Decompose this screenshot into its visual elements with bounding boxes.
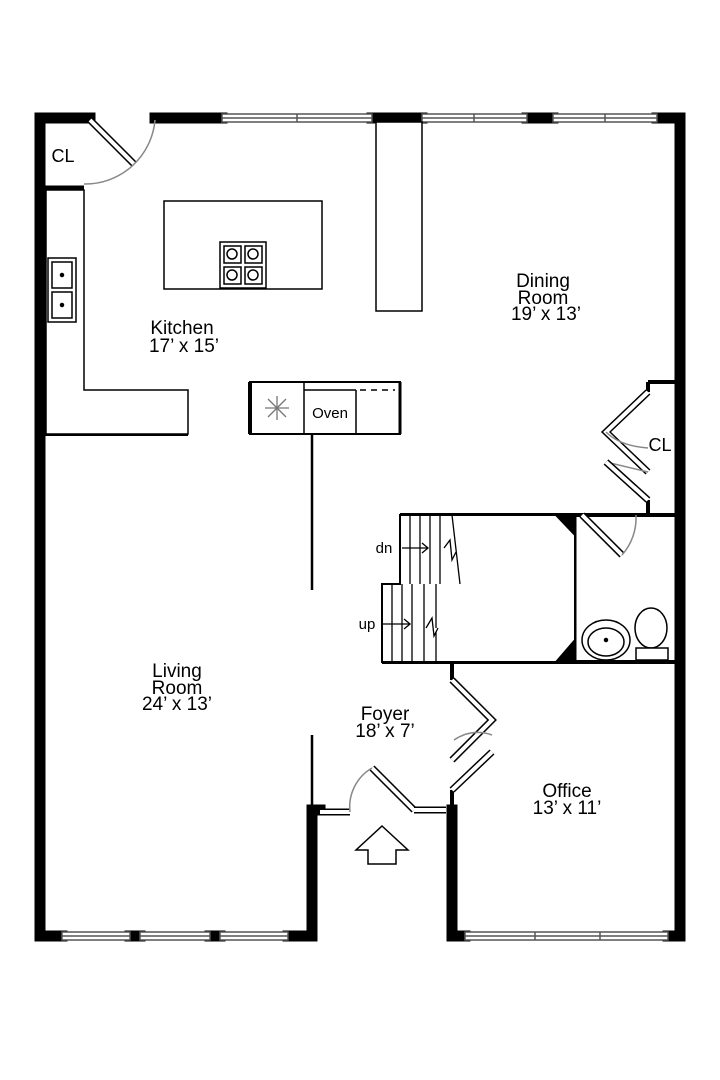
sink-icon xyxy=(581,619,631,661)
closet-door-right[interactable] xyxy=(600,389,651,503)
front-door[interactable] xyxy=(320,765,446,816)
closet-label-top-left: CL xyxy=(51,146,74,166)
staircase[interactable] xyxy=(381,514,576,663)
living-dims: 24’ x 13’ xyxy=(142,694,212,715)
entry-arrow-icon xyxy=(354,824,410,865)
stairs-down-label: dn xyxy=(376,540,393,557)
bathroom-door[interactable] xyxy=(579,512,637,558)
oven-label: Oven xyxy=(312,405,348,422)
closet-label-right: CL xyxy=(648,435,671,455)
office-dims: 13’ x 11’ xyxy=(533,798,602,819)
exterior-walls xyxy=(34,112,686,942)
kitchen-name: Kitchen xyxy=(150,318,213,339)
foyer-name: Foyer xyxy=(361,704,410,725)
bathroom-fixtures xyxy=(581,607,669,661)
office-name: Office xyxy=(542,781,591,802)
doors xyxy=(83,117,651,816)
toilet-icon xyxy=(634,607,669,661)
foyer-dims: 18’ x 7’ xyxy=(355,721,415,742)
room-labels: CL CL Kitchen 17’ x 15’ Dining Room 19’ … xyxy=(51,146,671,819)
dining-name-line2: Room xyxy=(518,288,569,309)
windows xyxy=(61,113,669,941)
closet-door-top-left[interactable] xyxy=(83,117,156,185)
dining-name-line1: Dining xyxy=(516,271,570,292)
living-name-line2: Room xyxy=(152,678,203,699)
cooktop-icon xyxy=(219,241,267,289)
living-name-line1: Living xyxy=(152,661,202,682)
kitchen-dims: 17’ x 15’ xyxy=(149,336,219,357)
stairs-up-label: up xyxy=(359,616,376,633)
dining-dims: 19’ x 13’ xyxy=(511,304,581,325)
snowflake-icon xyxy=(265,396,289,420)
office-door[interactable] xyxy=(449,677,497,793)
